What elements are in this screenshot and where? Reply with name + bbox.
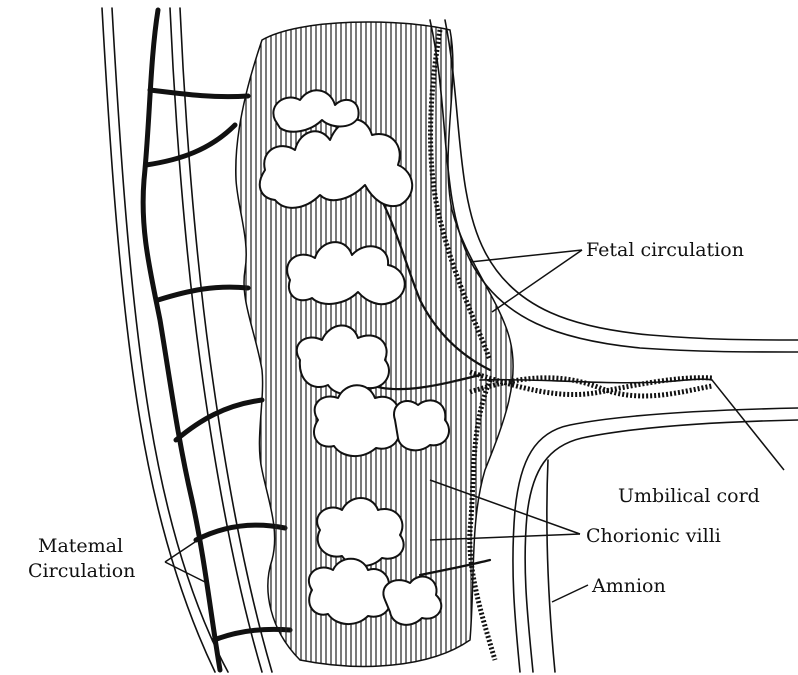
label-chorionic-villi: Chorionic villi bbox=[586, 525, 721, 547]
label-maternal-line1: Matemal bbox=[38, 535, 123, 557]
label-fetal-circulation: Fetal circulation bbox=[586, 239, 744, 261]
label-umbilical-cord: Umbilical cord bbox=[618, 485, 760, 507]
label-amnion: Amnion bbox=[591, 575, 666, 597]
label-maternal-line2: Circulation bbox=[28, 560, 135, 582]
